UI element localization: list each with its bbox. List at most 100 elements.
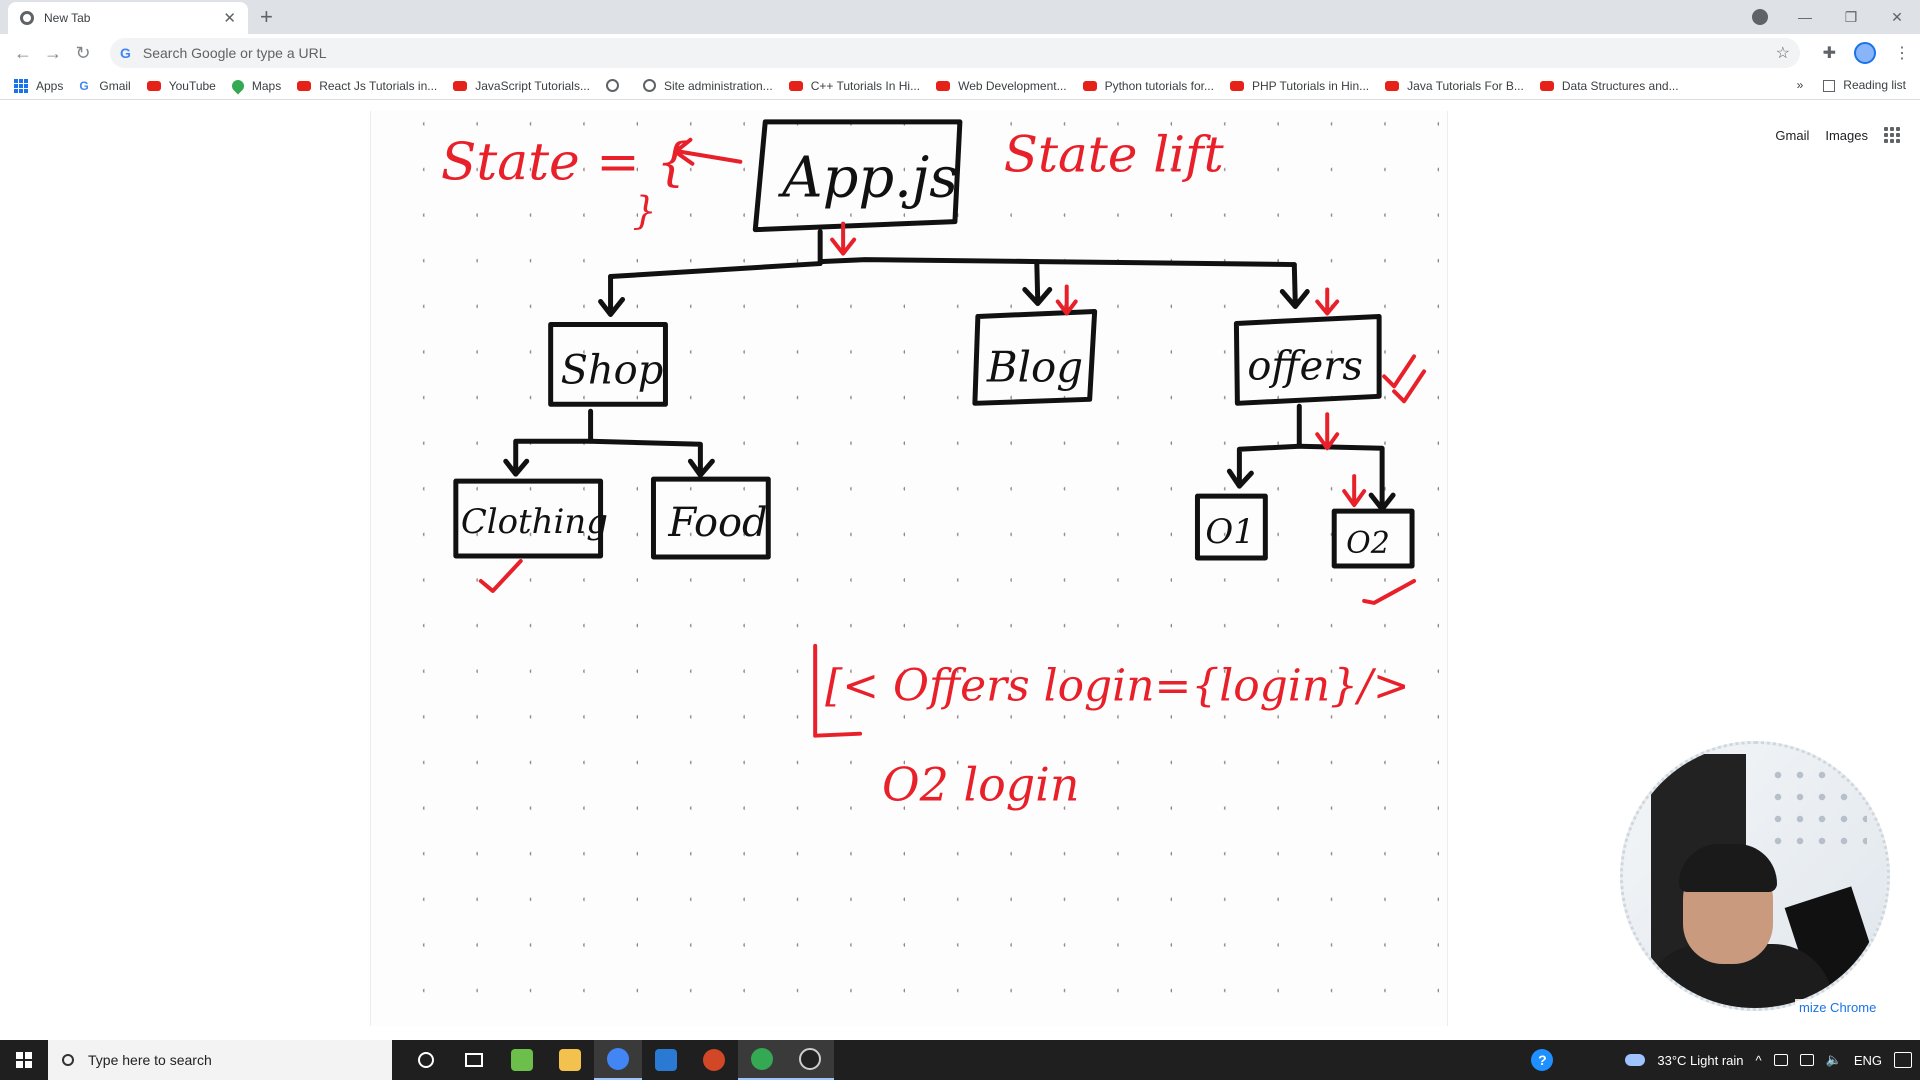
red-ink-layer	[478, 137, 1427, 738]
red-labels: State = { } State lift [< Offers login={…	[441, 126, 1410, 812]
bookmark-php[interactable]: PHP Tutorials in Hin...	[1229, 79, 1369, 93]
red-arrow-offers	[1315, 287, 1340, 316]
google-apps-icon[interactable]	[1884, 127, 1900, 143]
o2-login-note: O2 login	[882, 758, 1079, 812]
bookmark-gmail[interactable]: G Gmail	[79, 79, 130, 93]
app-box-label: App.js	[777, 146, 958, 211]
maps-icon	[229, 77, 247, 94]
chrome-icon	[607, 1048, 629, 1070]
reading-list-label: Reading list	[1843, 78, 1906, 92]
youtube-icon	[1539, 80, 1554, 91]
omnibox[interactable]: G Search Google or type a URL ☆	[110, 38, 1800, 68]
whiteboard-canvas: App.js Shop Blog offers Clothing Food O1…	[371, 111, 1447, 1026]
globe-icon	[642, 79, 656, 92]
customize-chrome-link[interactable]: mize Chrome	[1795, 999, 1881, 1016]
line-to-shop	[608, 261, 823, 280]
bookmark-maps[interactable]: Maps	[229, 77, 282, 94]
bookmark-webdev[interactable]: Web Development...	[936, 79, 1067, 93]
weather-text[interactable]: 33°C Light rain	[1657, 1052, 1744, 1068]
red-check-clothing	[478, 559, 523, 593]
window-close-icon[interactable]: ✕	[1891, 8, 1903, 25]
taskbar-notepad[interactable]	[498, 1040, 546, 1080]
arrow-to-blog	[1022, 259, 1053, 306]
minimize-icon[interactable]: —	[1798, 9, 1812, 25]
help-icon[interactable]: ?	[1531, 1049, 1554, 1071]
bookmark-cpp[interactable]: C++ Tutorials In Hi...	[788, 78, 921, 93]
youtube-icon	[1385, 80, 1400, 91]
images-link[interactable]: Images	[1825, 127, 1868, 143]
arrow-to-food	[588, 438, 715, 478]
shop-box-label: Shop	[561, 347, 664, 393]
whiteboard: App.js Shop Blog offers Clothing Food O1…	[370, 111, 1448, 1026]
bookmark-label: JavaScript Tutorials...	[475, 78, 590, 93]
bookmark-dsa[interactable]: Data Structures and...	[1539, 79, 1679, 93]
volume-icon[interactable]: 🔈	[1825, 1052, 1842, 1067]
blog-box-outline	[972, 308, 1098, 406]
taskbar-vscode[interactable]	[642, 1040, 690, 1080]
bookmark-label: Java Tutorials For B...	[1407, 78, 1524, 93]
tray-chevron-icon[interactable]: ^	[1755, 1052, 1762, 1068]
app-box-outline	[752, 119, 963, 233]
task-view-button[interactable]	[450, 1040, 498, 1080]
globe-icon	[605, 79, 619, 92]
gmail-link[interactable]: Gmail	[1775, 127, 1810, 143]
bookmark-youtube[interactable]: YouTube	[146, 79, 216, 93]
browser-toolbar: ← → ↻ G Search Google or type a URL ☆ ✚ …	[0, 34, 1920, 72]
restore-icon[interactable]: ❐	[1844, 8, 1858, 25]
clothing-box-outline	[453, 478, 604, 559]
notifications-icon[interactable]	[1894, 1052, 1912, 1068]
network-icon[interactable]	[1773, 1054, 1788, 1066]
clothing-box-label: Clothing	[461, 503, 608, 542]
taskbar-chrome[interactable]	[594, 1040, 642, 1080]
search-icon	[62, 1054, 74, 1066]
taskbar-obs[interactable]	[786, 1040, 834, 1080]
powerpoint-icon	[703, 1049, 725, 1071]
red-arrow-left	[673, 137, 743, 166]
cortana-button[interactable]	[402, 1040, 450, 1080]
red-arrow-app	[830, 221, 857, 256]
taskbar-file-explorer[interactable]	[546, 1040, 594, 1080]
bookmark-react[interactable]: React Js Tutorials in...	[297, 79, 437, 93]
forward-arrow-icon[interactable]: →	[44, 42, 62, 63]
bookmark-label: C++ Tutorials In Hi...	[810, 78, 921, 93]
bookmark-javascript[interactable]: JavaScript Tutorials...	[453, 79, 590, 93]
state-lift-label: State lift	[1004, 126, 1225, 184]
system-tray: ? 33°C Light rain ^ 🔈 ENG	[1531, 1040, 1912, 1080]
extensions-puzzle-icon[interactable]: ✚	[1822, 45, 1836, 62]
back-arrow-icon[interactable]: ←	[14, 42, 32, 63]
language-indicator[interactable]: ENG	[1853, 1052, 1882, 1068]
ntp-header-links: Gmail Images	[1775, 127, 1900, 143]
new-tab-plus-icon[interactable]: +	[260, 4, 273, 29]
reading-list-button[interactable]: Reading list	[1823, 78, 1906, 92]
battery-icon[interactable]	[1799, 1054, 1814, 1066]
red-arrow-offers-down	[1315, 412, 1340, 451]
red-arrow-o2	[1342, 474, 1367, 508]
tab-search-icon[interactable]	[1752, 9, 1768, 25]
tab-strip: New Tab ✕ + — ❐ ✕	[0, 0, 1920, 34]
bookmark-python[interactable]: Python tutorials for...	[1082, 79, 1214, 93]
chrome-menu-icon[interactable]: ⋮	[1894, 45, 1910, 62]
profile-avatar[interactable]	[1854, 42, 1876, 64]
taskbar-search-box[interactable]: Type here to search	[48, 1040, 392, 1080]
bookmarks-overflow-chevron-icon[interactable]: »	[1796, 78, 1804, 92]
tab-close-icon[interactable]: ✕	[223, 10, 236, 27]
start-button[interactable]	[0, 1040, 48, 1080]
bookmark-star-icon[interactable]: ☆	[1775, 45, 1790, 62]
taskbar-chrome-2[interactable]	[738, 1040, 786, 1080]
bookmark-label: Maps	[251, 78, 282, 93]
youtube-icon	[297, 80, 312, 91]
bookmark-site-admin[interactable]: Site administration...	[642, 79, 773, 93]
reload-icon[interactable]: ↻	[75, 42, 91, 63]
black-ink-layer	[453, 119, 1415, 569]
taskbar-powerpoint[interactable]	[690, 1040, 738, 1080]
bookmark-globe[interactable]	[605, 79, 627, 92]
toolbar-right: ✚ ⋮	[1823, 42, 1910, 64]
bookmark-apps[interactable]: Apps	[14, 78, 63, 93]
bookmark-java[interactable]: Java Tutorials For B...	[1385, 79, 1524, 93]
apps-grid-icon	[14, 78, 28, 93]
vscode-icon	[655, 1049, 677, 1071]
arrow-to-offers	[1279, 262, 1310, 309]
tab-new-tab[interactable]: New Tab ✕	[8, 2, 248, 34]
youtube-icon	[453, 80, 468, 91]
red-bracket	[813, 643, 863, 738]
